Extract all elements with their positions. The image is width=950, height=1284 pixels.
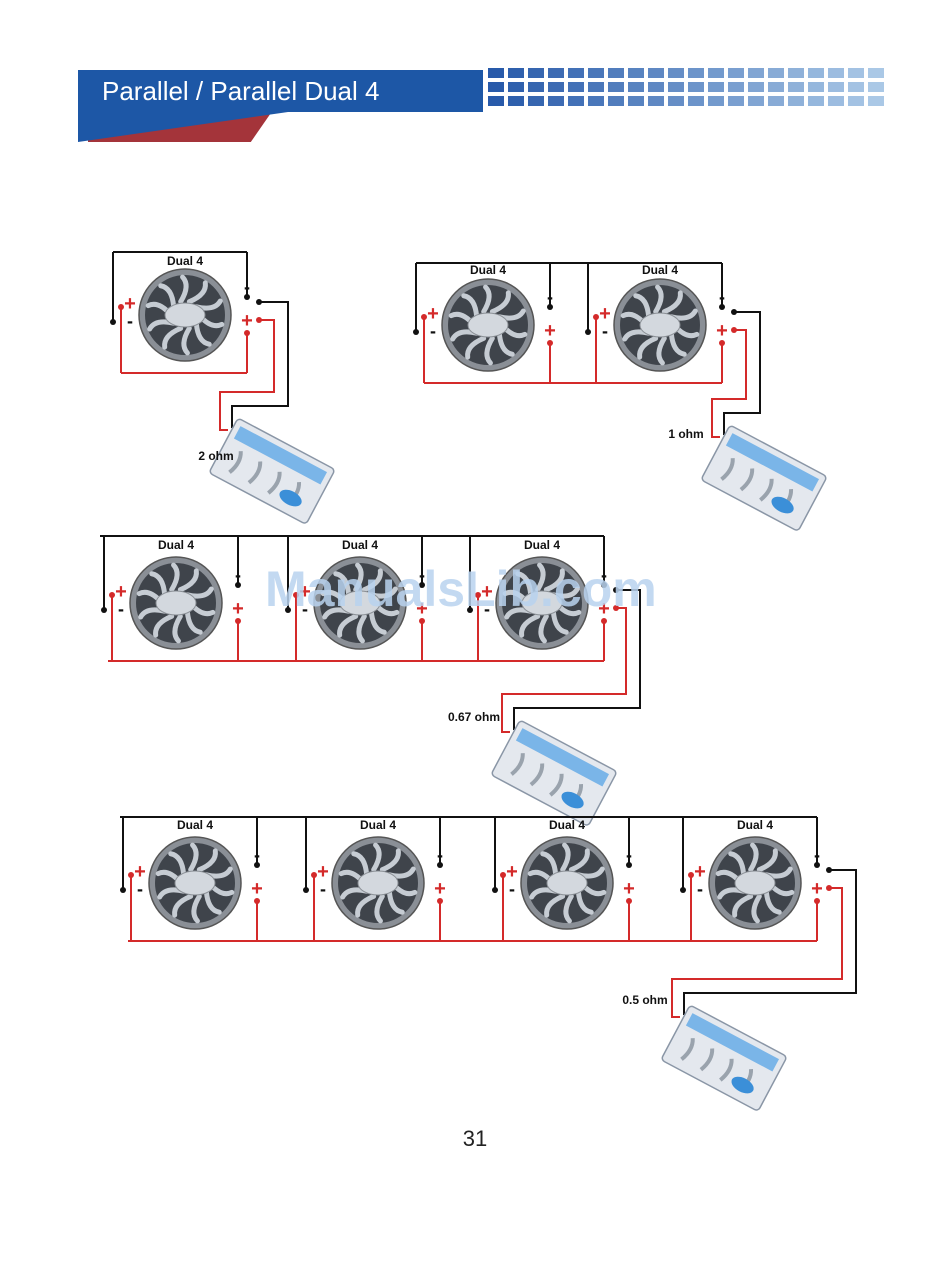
dust-cap	[547, 871, 587, 895]
minus-sign: -	[137, 879, 143, 899]
amplifier-icon	[661, 1005, 787, 1111]
dust-cap	[165, 303, 205, 327]
terminal-dot	[120, 887, 126, 893]
plus-sign: +	[434, 878, 446, 900]
speaker-label: Dual 4	[177, 818, 213, 832]
amplifier-icon	[491, 720, 617, 826]
minus-sign: -	[127, 311, 133, 331]
subwoofer-icon	[149, 837, 241, 929]
terminal-dot	[413, 329, 419, 335]
minus-sign: -	[697, 879, 703, 899]
plus-sign: +	[241, 310, 253, 332]
subwoofer-icon	[709, 837, 801, 929]
terminal-dot	[101, 607, 107, 613]
minus-sign: -	[244, 277, 250, 297]
watermark: ManualsLib.com	[265, 560, 657, 618]
minus-sign: -	[602, 321, 608, 341]
minus-sign: -	[547, 287, 553, 307]
amplifier-icon	[701, 425, 827, 531]
minus-sign: -	[814, 845, 820, 865]
terminal-dot	[585, 329, 591, 335]
speaker-label: Dual 4	[737, 818, 773, 832]
minus-sign: -	[118, 599, 124, 619]
minus-sign: -	[320, 879, 326, 899]
impedance-label: 0.67 ohm	[448, 710, 500, 724]
terminal-dot	[731, 309, 737, 315]
plus-sign: +	[232, 598, 244, 620]
dust-cap	[735, 871, 775, 895]
terminal-dot	[256, 299, 262, 305]
impedance-label: 2 ohm	[198, 449, 233, 463]
plus-sign: +	[623, 878, 635, 900]
speaker-label: Dual 4	[360, 818, 396, 832]
plus-sign: +	[251, 878, 263, 900]
minus-sign: -	[437, 845, 443, 865]
page-number: 31	[0, 1126, 950, 1152]
terminal-dot	[731, 327, 737, 333]
terminal-dot	[680, 887, 686, 893]
terminal-dot	[826, 867, 832, 873]
dust-cap	[640, 313, 680, 337]
minus-sign: -	[719, 287, 725, 307]
subwoofer-icon	[614, 279, 706, 371]
subwoofer-icon	[139, 269, 231, 361]
speaker-label: Dual 4	[470, 263, 506, 277]
minus-sign: -	[626, 845, 632, 865]
subwoofer-icon	[442, 279, 534, 371]
subwoofer-icon	[130, 557, 222, 649]
subwoofer-icon	[332, 837, 424, 929]
speaker-label: Dual 4	[342, 538, 378, 552]
speaker-label: Dual 4	[642, 263, 678, 277]
terminal-dot	[256, 317, 262, 323]
amplifier-icon	[209, 418, 335, 524]
minus-sign: -	[254, 845, 260, 865]
dust-cap	[468, 313, 508, 337]
speaker-label: Dual 4	[167, 254, 203, 268]
minus-sign: -	[235, 565, 241, 585]
impedance-label: 1 ohm	[668, 427, 703, 441]
minus-sign: -	[509, 879, 515, 899]
terminal-dot	[826, 885, 832, 891]
dust-cap	[175, 871, 215, 895]
plus-sign: +	[544, 320, 556, 342]
terminal-dot	[303, 887, 309, 893]
plus-sign: +	[716, 320, 728, 342]
terminal-dot	[110, 319, 116, 325]
speaker-label: Dual 4	[158, 538, 194, 552]
dust-cap	[156, 591, 196, 615]
dust-cap	[358, 871, 398, 895]
minus-sign: -	[430, 321, 436, 341]
impedance-label: 0.5 ohm	[622, 993, 667, 1007]
speaker-label: Dual 4	[524, 538, 560, 552]
plus-sign: +	[811, 878, 823, 900]
subwoofer-icon	[521, 837, 613, 929]
terminal-dot	[492, 887, 498, 893]
speaker-label: Dual 4	[549, 818, 585, 832]
